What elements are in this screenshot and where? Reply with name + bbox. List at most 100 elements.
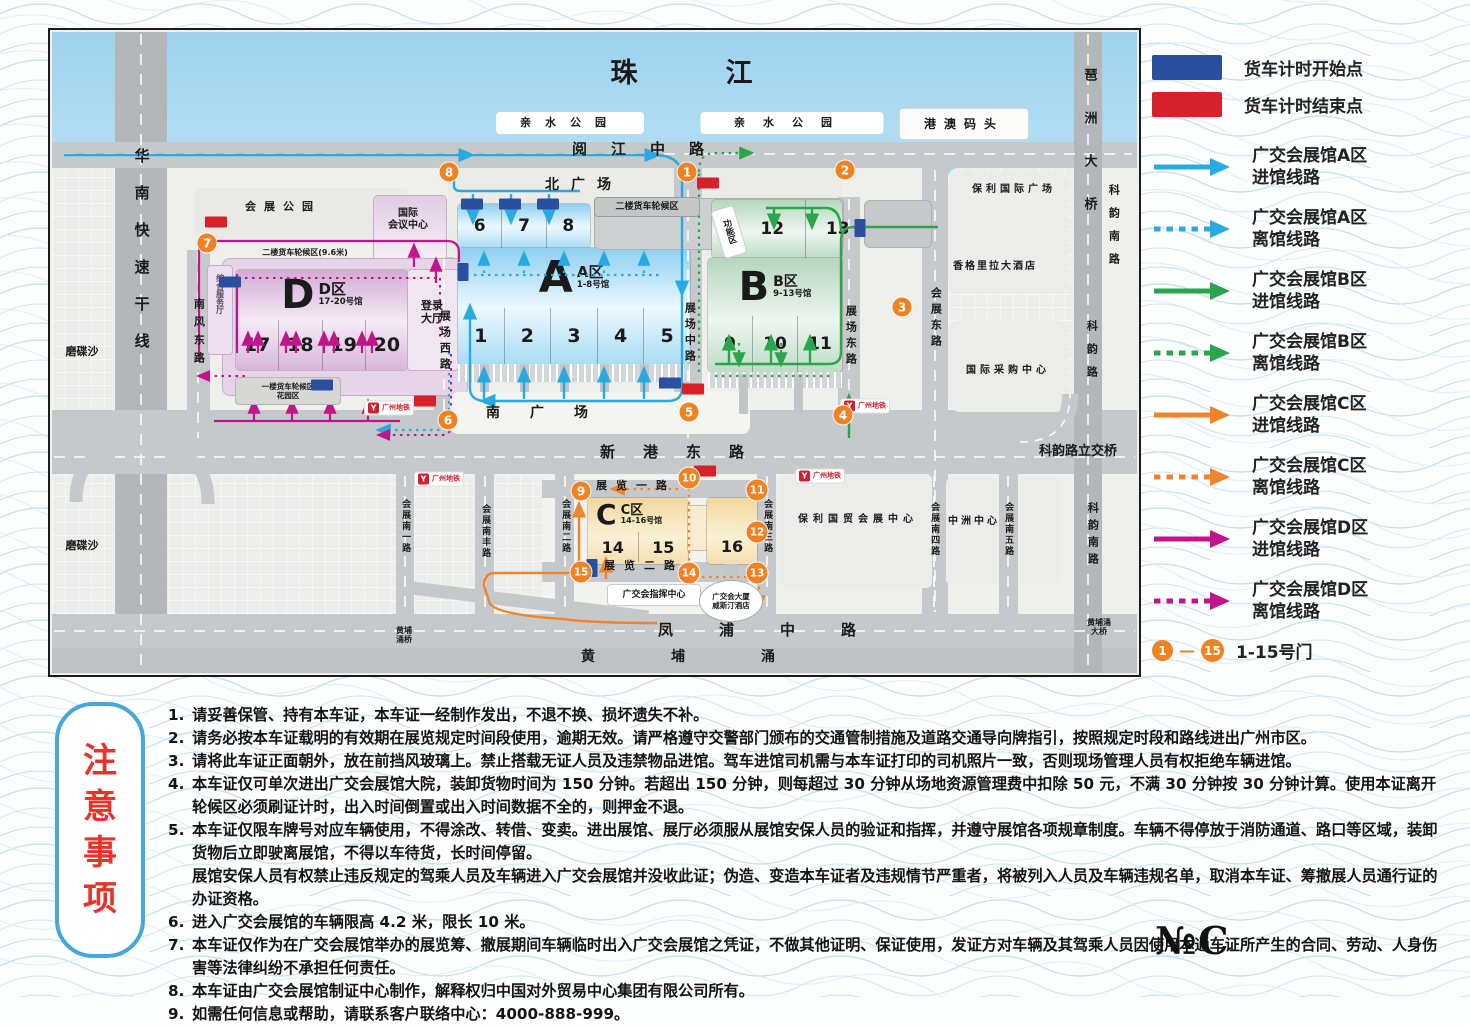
bus-terminal-building bbox=[864, 200, 932, 248]
gate-15-icon: 15 bbox=[1201, 639, 1224, 662]
legend-route-label: 广交会展馆C区进馆线路 bbox=[1252, 394, 1367, 437]
d-zone-letter: D bbox=[281, 272, 315, 318]
metro-name: 广州地铁 bbox=[858, 401, 886, 410]
c-zone-hall16: 16 bbox=[720, 537, 744, 556]
notice-title-box: 注意事项 bbox=[55, 702, 145, 958]
truck-timing-start-point bbox=[659, 377, 681, 389]
d-zone-range: 17-20号馆 bbox=[318, 297, 363, 308]
notice-item: 9.如需任何信息或帮助，请联系客户联络中心：4000-888-999。 bbox=[168, 1003, 1438, 1026]
north-square: 北广场 bbox=[545, 177, 623, 193]
legend-route-label: 广交会展馆B区离馆线路 bbox=[1252, 332, 1367, 375]
truck-timing-end-label: 货车计时结束点 bbox=[1244, 97, 1363, 117]
pearl-river-char-2: 江 bbox=[725, 58, 753, 89]
gate-15-marker: 15 bbox=[570, 561, 592, 583]
metro-name: 广州地铁 bbox=[382, 403, 410, 412]
c-zone-range: 14-16号馆 bbox=[620, 516, 663, 526]
d-hall-17: 17 bbox=[236, 320, 280, 370]
truck-timing-start-point bbox=[499, 198, 521, 210]
notice-item: 2.请务必按本车证载明的有效期在展览规定时间段使用，逾期无效。请严格遵守交警部门… bbox=[168, 727, 1438, 750]
truck-timing-start-point bbox=[586, 559, 598, 577]
gate-11-marker: 11 bbox=[746, 479, 768, 501]
huangpuchong-grand-bridge: 黄埔涌大桥 bbox=[1087, 618, 1111, 637]
huangpu-creek: 黄埔涌 bbox=[581, 649, 851, 665]
legend-route-label: 广交会展馆A区离馆线路 bbox=[1252, 208, 1368, 251]
truck-timing-start-point bbox=[537, 198, 559, 210]
truck-timing-end-point bbox=[694, 465, 716, 477]
legend-gates-row: 1 — 15 1-15号门 bbox=[1152, 638, 1313, 663]
notice-item: 7.本车证仅作为在广交会展馆举办的展览筹、撤展期间车辆临时出入广交会展馆之凭证，… bbox=[168, 934, 1438, 980]
b-zone-name: B区 bbox=[773, 273, 798, 290]
notice-item-text: 请务必按本车证载明的有效期在展览规定时间段使用，逾期无效。请严格遵守交警部门颁布… bbox=[192, 729, 1316, 747]
gate-range-dash: — bbox=[1179, 641, 1195, 660]
huanan-expressway: 华南快速干线 bbox=[132, 148, 151, 370]
notice-item-number: 3. bbox=[168, 752, 185, 770]
a-hall-1: 1 bbox=[458, 308, 505, 364]
notice-title-char: 事 bbox=[83, 833, 117, 873]
d-hall-19: 19 bbox=[323, 320, 366, 370]
dashed-arrow-icon bbox=[1154, 220, 1230, 239]
huangpuchong-bridge: 黄埔涌桥 bbox=[396, 626, 412, 645]
a-zone-name: A区 bbox=[576, 263, 604, 282]
notice-item: 4.本车证仅可单次进出广交会展馆大院，装卸货物时间为 150 分钟。若超出 15… bbox=[168, 773, 1438, 819]
gate-range-label: 1-15号门 bbox=[1236, 643, 1313, 663]
notice-title-char: 意 bbox=[83, 787, 117, 827]
poly-plaza-shangrila-block bbox=[948, 172, 1068, 294]
keyun-south-road-upper: 科韵南路 bbox=[1107, 184, 1121, 276]
b-hall-10: 10 bbox=[753, 316, 798, 372]
huangpu-creek-band bbox=[52, 648, 1137, 673]
solid-arrow-icon bbox=[1154, 530, 1230, 549]
c-zone-connector bbox=[688, 506, 707, 550]
gate-14-marker: 14 bbox=[678, 562, 700, 584]
truck-timing-start-point bbox=[219, 276, 241, 288]
notice-item: 1. 请妥善保管、持有本车证，本车证一经制作发出，不退不换、损坏遗失不补。 bbox=[168, 704, 1438, 727]
international-sourcing-center: 国际采购中心 bbox=[966, 365, 1050, 376]
notice-item-number: 6. bbox=[168, 913, 185, 931]
truck-timing-end-point bbox=[414, 395, 436, 407]
notice-title-char: 项 bbox=[83, 879, 117, 919]
notice-item: 5.本车证仅限车牌号对应车辆使用，不得涂改、转借、变卖。进出展馆、展厅必须服从展… bbox=[168, 819, 1438, 865]
pearl-river-char-1: 珠 bbox=[610, 58, 638, 89]
qinshui-park-2: 亲水公园 bbox=[700, 112, 884, 134]
truck-timing-end-point bbox=[682, 383, 704, 395]
truck-timing-start-label: 货车计时开始点 bbox=[1244, 60, 1363, 80]
metro-y-icon: Y bbox=[799, 470, 810, 482]
zhanlan-2-road: 展览二路 bbox=[604, 559, 684, 572]
legend-start-row: 货车计时开始点 bbox=[1152, 55, 1363, 80]
notice-item-number: 1. bbox=[168, 706, 185, 724]
b-zone-range: 9-13号馆 bbox=[773, 288, 812, 299]
fengpu-middle-road-road bbox=[52, 614, 1137, 648]
keyun-road: 科韵路 bbox=[1085, 320, 1099, 389]
gate-9-marker: 9 bbox=[571, 481, 591, 501]
notice-item-text: 请妥善保管、持有本车证，本车证一经制作发出，不退不换、损坏遗失不补。 bbox=[192, 706, 709, 724]
metro-name: 广州地铁 bbox=[432, 474, 460, 483]
notice-item: 6.进入广交会展馆的车辆限高 4.2 米，限长 10 米。 bbox=[168, 911, 1438, 934]
solid-arrow-icon bbox=[1154, 158, 1230, 177]
b-hall-9: 9 bbox=[708, 316, 753, 372]
d-truck-waiting-2f: 二楼货车轮候区(9.6米) bbox=[262, 248, 348, 257]
qinshui-park-1: 亲水公园 bbox=[496, 112, 644, 134]
gate-10-marker: 10 bbox=[678, 467, 700, 489]
legend-route-label: 广交会展馆A区进馆线路 bbox=[1252, 146, 1368, 189]
d-hall-18: 18 bbox=[279, 320, 323, 370]
exhibition-park: 会展公园 bbox=[245, 200, 321, 213]
xingang-east-road: 新港东路 bbox=[599, 443, 773, 461]
zhanchang-middle-road: 展场中路 bbox=[683, 302, 697, 366]
legend-route-out-C: 广交会展馆C区离馆线路 bbox=[1152, 455, 1366, 500]
notice-item-text: 本车证由广交会展馆制证中心制作，解释权归中国对外贸易中心集团有限公司所有。 bbox=[192, 982, 754, 1000]
gate-7-marker: 7 bbox=[197, 233, 217, 253]
b-hall-11: 11 bbox=[808, 334, 832, 354]
zhongzhou-block bbox=[946, 476, 999, 584]
legend-route-label: 广交会展馆B区进馆线路 bbox=[1252, 270, 1367, 313]
truck-timing-end-point bbox=[205, 216, 227, 228]
truck-timing-start-point bbox=[461, 198, 483, 210]
legend-route-out-A: 广交会展馆A区离馆线路 bbox=[1152, 207, 1367, 252]
legend-route-label: 广交会展馆D区进馆线路 bbox=[1252, 518, 1369, 561]
notice-item-text: 本车证仅作为在广交会展馆举办的展览筹、撤展期间车辆临时出入广交会展馆之凭证，不做… bbox=[192, 936, 1438, 977]
modiesha-2: 磨碟沙 bbox=[65, 539, 99, 552]
